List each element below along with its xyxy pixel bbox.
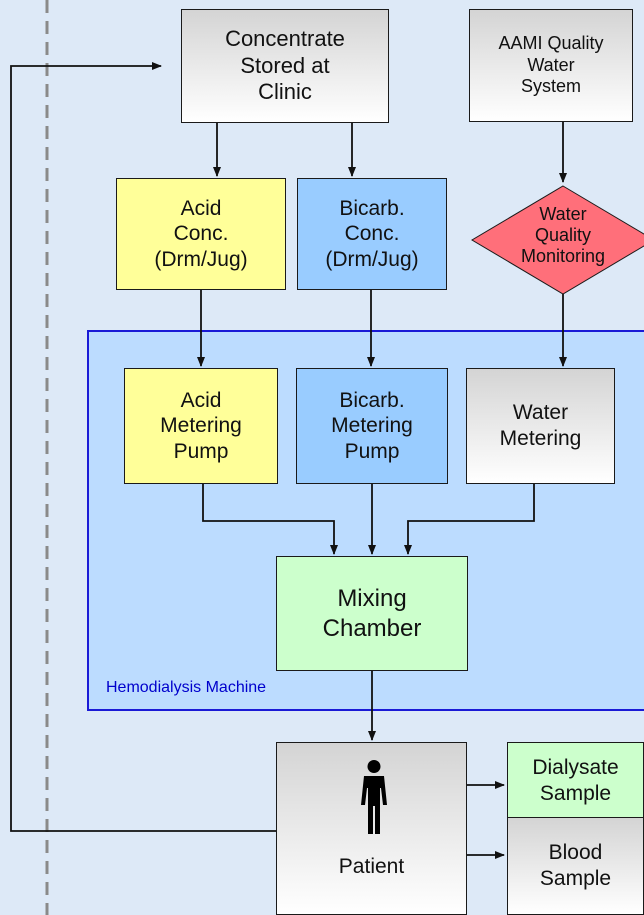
- arrow-acid-pump-to-mixing: [202, 484, 338, 555]
- water-quality-monitoring-label: Water Quality Monitoring: [520, 204, 606, 267]
- blood-sample-node: Blood Sample: [507, 817, 644, 915]
- person-icon: [361, 760, 387, 834]
- acid-conc-node: Acid Conc. (Drm/Jug): [116, 178, 286, 290]
- water-quality-monitoring-diamond: [471, 185, 644, 295]
- acid-pump-node: Acid Metering Pump: [124, 368, 278, 484]
- aami-water-node: AAMI Quality Water System: [469, 9, 633, 122]
- bicarb-conc-node: Bicarb. Conc. (Drm/Jug): [297, 178, 447, 290]
- dialysate-sample-node: Dialysate Sample: [507, 742, 644, 819]
- arrow-water-metering-to-mixing: [404, 484, 535, 555]
- bicarb-pump-node: Bicarb. Metering Pump: [296, 368, 448, 484]
- patient-label: Patient: [338, 855, 405, 879]
- mixing-chamber-node: Mixing Chamber: [276, 556, 468, 671]
- water-metering-node: Water Metering: [466, 368, 615, 484]
- concentrate-clinic-node: Concentrate Stored at Clinic: [181, 9, 389, 123]
- hemodialysis-machine-label: Hemodialysis Machine: [106, 679, 267, 696]
- return-loop-arrow: [10, 62, 276, 832]
